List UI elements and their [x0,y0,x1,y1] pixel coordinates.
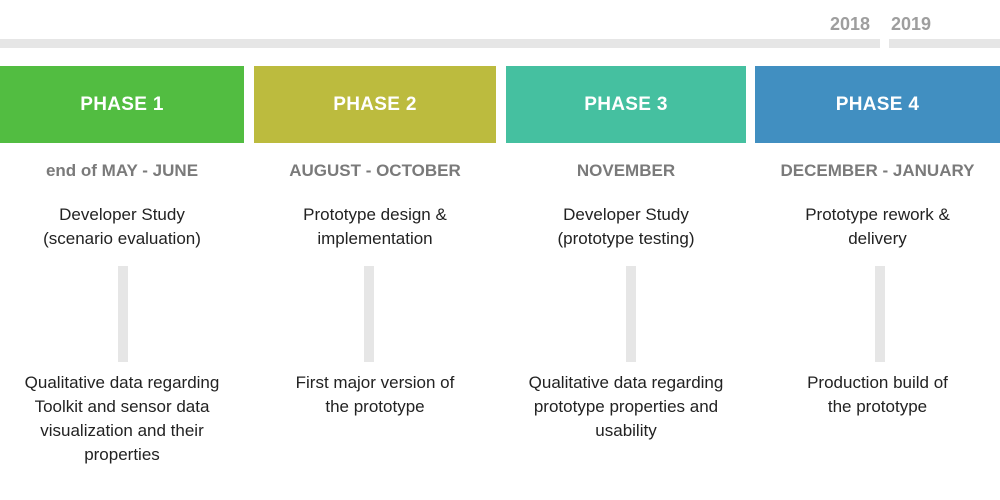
phase-outcome-2: First major version of the prototype [295,373,455,416]
phase-outcome-4: Production build of the prototype [807,373,948,416]
year-track-2019 [889,39,1000,48]
phase-column-2: PHASE 2 AUGUST - OCTOBER Prototype desig… [254,66,496,486]
phase-period-1: end of MAY - JUNE [45,161,199,180]
phase-header-2: PHASE 2 [254,66,496,143]
phase-column-4: PHASE 4 DECEMBER - JANUARY Prototype rew… [755,66,1000,486]
year-track-2018 [0,39,880,48]
year-label-2018: 2018 [830,14,871,34]
phase-outcome-3: Qualitative data regarding prototype pro… [528,373,724,440]
phase-header-4: PHASE 4 [755,66,1000,143]
phase-activity-1: Developer Study (scenario evaluation) [43,205,201,248]
phase-connector-2 [364,266,374,362]
phase-header-1: PHASE 1 [0,66,244,143]
phase-activity-3: Developer Study (prototype testing) [557,205,695,248]
phase-column-3: PHASE 3 NOVEMBER Developer Study (protot… [506,66,746,486]
phase-connector-3 [626,266,636,362]
phase-activity-4: Prototype rework & delivery [805,205,950,248]
year-label-2019: 2019 [891,14,932,34]
phase-connector-4 [875,266,885,362]
phase-period-3: NOVEMBER [576,161,676,180]
phase-column-1: PHASE 1 end of MAY - JUNE Developer Stud… [0,66,244,486]
phase-activity-2: Prototype design & implementation [303,205,447,248]
phase-header-3: PHASE 3 [506,66,746,143]
phase-connector-1 [118,266,128,362]
phase-period-2: AUGUST - OCTOBER [289,161,461,180]
phase-period-4: DECEMBER - JANUARY [780,161,975,180]
phase-outcome-1: Qualitative data regarding Toolkit and s… [24,373,220,464]
